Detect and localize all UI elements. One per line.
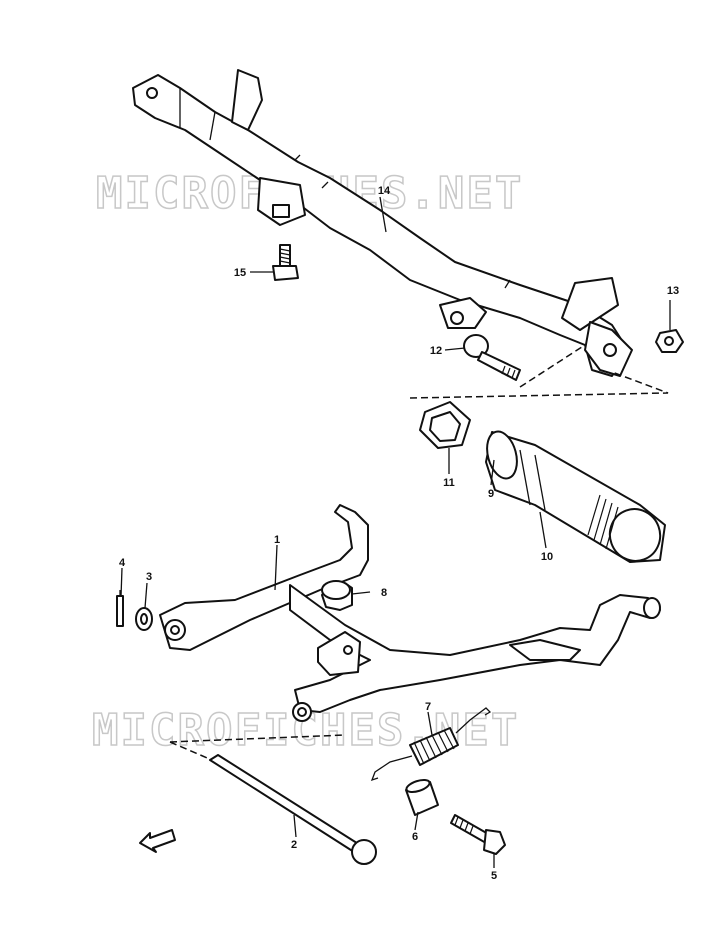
callout-4: 4	[119, 557, 126, 569]
leader-lines	[120, 196, 671, 868]
callout-5: 5	[491, 870, 497, 882]
bolt-15	[272, 244, 299, 281]
collar-6	[405, 778, 439, 816]
callout-2: 2	[291, 839, 297, 851]
nut-13	[655, 329, 684, 353]
callout-10: 10	[541, 551, 553, 563]
callout-9: 9	[488, 488, 494, 500]
callout-13: 13	[667, 285, 679, 297]
footrest-9-10	[485, 430, 666, 563]
stopper-8	[321, 580, 353, 611]
callout-8: 8	[381, 587, 387, 599]
bolt-12	[463, 334, 521, 381]
callout-3: 3	[146, 571, 152, 583]
callout-7: 7	[425, 701, 431, 713]
shaft-2	[209, 754, 377, 865]
callout-11: 11	[443, 477, 455, 489]
assembly-reference-lines	[169, 344, 669, 761]
callout-1: 1	[274, 534, 280, 546]
rubber-11	[419, 401, 471, 449]
callout-14: 14	[378, 185, 391, 197]
bolt-5	[450, 814, 506, 855]
footrest-bracket-14	[132, 69, 633, 377]
spring-7	[370, 707, 492, 782]
front-direction-arrow-icon	[139, 829, 176, 853]
callout-15: 15	[234, 267, 246, 279]
pin-4	[116, 590, 124, 627]
callout-6: 6	[412, 831, 418, 843]
washer-3	[135, 607, 153, 631]
kickstand-bar-1	[159, 504, 661, 722]
callout-12: 12	[430, 345, 442, 357]
